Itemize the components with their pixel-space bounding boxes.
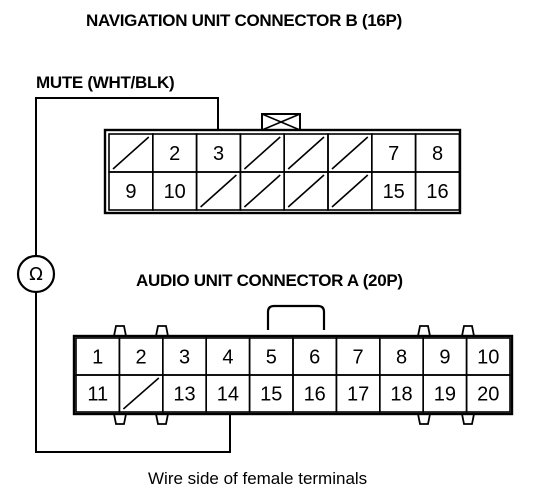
audio-connector: 1 2 3 4 5 6 7 8 9 10 11 13 14 15 16 17 18 19 20 (72, 304, 514, 425)
nav-pin-8: 8 (414, 133, 461, 173)
pin-label: 8 (396, 347, 407, 369)
diagram-caption: Wire side of female terminals (148, 469, 367, 488)
mute-wire-label: MUTE (WHT/BLK) (36, 73, 174, 92)
pin-label: 2 (169, 143, 180, 165)
nav-connector: 2 3 7 8 9 10 15 16 (103, 113, 462, 215)
pin-label: 18 (390, 384, 412, 406)
pin-label: 15 (383, 181, 405, 203)
audio-pin-10: 10 (465, 337, 511, 376)
pin-label: 6 (309, 347, 320, 369)
nav-pin-15: 15 (370, 171, 417, 211)
audio-pin-5: 5 (248, 337, 294, 376)
nav-pin-blank-r2c6 (327, 171, 373, 211)
audio-pin-20: 20 (465, 374, 511, 413)
pin-label: 9 (125, 181, 136, 203)
test-wiring: Ω (16, 97, 231, 453)
audio-connector-lock-tab (266, 304, 326, 330)
audio-pin-17: 17 (335, 374, 381, 413)
nav-pin-16: 16 (414, 171, 461, 211)
pin-label: 1 (92, 347, 103, 369)
pin-label: 11 (87, 384, 108, 406)
pin-label: 16 (304, 384, 326, 406)
pin-label: 17 (347, 384, 369, 406)
ohmmeter-icon (16, 254, 56, 294)
pin-label: 20 (477, 384, 499, 406)
pin-label: 3 (213, 143, 224, 165)
audio-connector-title: AUDIO UNIT CONNECTOR A (20P) (136, 271, 403, 290)
nav-pin-10: 10 (152, 171, 198, 211)
audio-pin-15: 15 (248, 374, 294, 413)
nav-pin-blank-r1c6 (327, 133, 373, 173)
pin-label: 16 (426, 181, 448, 203)
pin-label: 8 (432, 143, 443, 165)
nav-connector-title: NAVIGATION UNIT CONNECTOR B (16P) (86, 11, 402, 30)
audio-pin-13: 13 (162, 374, 208, 413)
pin-label: 10 (164, 181, 186, 203)
mute-wire (35, 97, 219, 256)
pin-label: 7 (388, 143, 399, 165)
pin-label: 3 (179, 347, 190, 369)
audio-pin-8: 8 (378, 337, 424, 376)
nav-pin-3: 3 (195, 133, 242, 173)
audio-connector-body (72, 334, 514, 416)
audio-connector-ribs (113, 325, 475, 425)
pin-label: 15 (260, 384, 282, 406)
pin-label: 7 (353, 347, 364, 369)
nav-connector-lock-tab (261, 113, 301, 131)
nav-pin-blank-r1c1 (108, 133, 154, 173)
audio-pin-blank-r2c2 (118, 374, 164, 413)
audio-pin-19: 19 (422, 374, 468, 413)
pin-label: 2 (136, 347, 147, 369)
audio-pin-2: 2 (118, 337, 164, 376)
nav-pin-blank-r1c4 (239, 133, 285, 173)
nav-pin-blank-r1c5 (283, 133, 329, 173)
audio-pin-6: 6 (292, 337, 338, 376)
audio-pin-11: 11 (75, 374, 121, 413)
pin-label: 4 (222, 347, 233, 369)
pin-label: 10 (477, 347, 499, 369)
pin-label: 5 (266, 347, 277, 369)
ohm-symbol: Ω (29, 264, 43, 285)
audio-pin-1: 1 (75, 337, 121, 376)
pin-label: 14 (217, 384, 239, 406)
audio-pin-3: 3 (162, 337, 208, 376)
audio-pin-16: 16 (292, 374, 338, 413)
nav-pin-7: 7 (370, 133, 417, 173)
audio-pin-9: 9 (422, 337, 468, 376)
ground-probe-wire (35, 292, 231, 453)
nav-pin-9: 9 (108, 171, 154, 211)
audio-pin-7: 7 (335, 337, 381, 376)
pin-label: 19 (434, 384, 456, 406)
nav-pin-blank-r2c5 (283, 171, 329, 211)
audio-pin-4: 4 (205, 337, 251, 376)
pin-label: 9 (439, 347, 450, 369)
pin-label: 13 (173, 384, 195, 406)
nav-pin-blank-r2c4 (239, 171, 285, 211)
audio-pin-14: 14 (205, 374, 251, 413)
audio-pin-18: 18 (378, 374, 424, 413)
nav-pin-blank-r2c3 (195, 171, 242, 211)
nav-pin-2: 2 (152, 133, 198, 173)
